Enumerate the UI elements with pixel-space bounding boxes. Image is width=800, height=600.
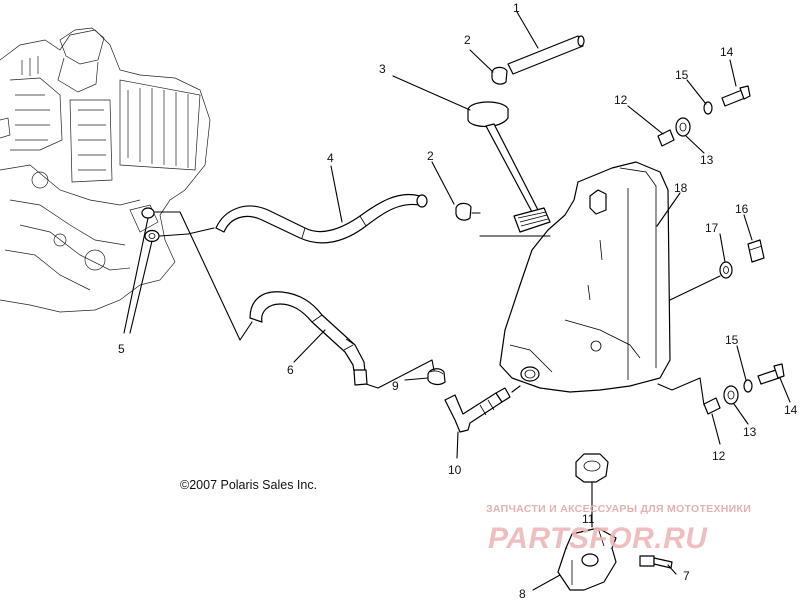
callout-18: 18 [674, 181, 688, 195]
washer-15-lower [743, 379, 753, 393]
callout-16: 16 [735, 202, 749, 216]
dipstick-3 [467, 101, 551, 233]
callout-2-lower: 2 [427, 149, 434, 163]
callout-17: 17 [705, 221, 719, 235]
bolt-14-upper [721, 85, 751, 107]
clamp-9 [427, 368, 446, 386]
oil-tank-18 [499, 161, 671, 393]
callout-4: 4 [327, 151, 334, 165]
callout-12-lower: 12 [712, 449, 726, 463]
bushing-12-lower [703, 397, 721, 415]
watermark-subtitle: ЗАПЧАСТИ И АКСЕССУАРЫ ДЛЯ МОТОТЕХНИКИ [486, 503, 751, 515]
bolt-16 [747, 239, 765, 263]
callout-13-lower: 13 [743, 425, 757, 439]
watermark: ЗАПЧАСТИ И АКСЕССУАРЫ ДЛЯ МОТОТЕХНИКИ PA… [486, 503, 751, 555]
callout-11: 11 [582, 512, 595, 526]
clamp-2-lower [455, 202, 472, 221]
callout-1: 1 [513, 1, 520, 15]
callout-9: 9 [392, 379, 399, 393]
washer-17 [719, 261, 733, 279]
grommet-11 [575, 453, 609, 483]
callout-7: 7 [683, 569, 690, 583]
clamp-5-pair [141, 207, 160, 243]
grommet-13-upper [675, 117, 691, 137]
callout-2-upper: 2 [464, 33, 471, 47]
leader-lines [123, 11, 791, 591]
bushing-12-upper [657, 129, 675, 147]
copyright-text: ©2007 Polaris Sales Inc. [180, 478, 317, 492]
elbow-fitting-10 [444, 387, 511, 433]
bolt-14-lower [757, 363, 785, 385]
callout-14-lower: 14 [784, 403, 798, 417]
tube-1 [507, 35, 585, 75]
bracket-8 [557, 527, 617, 591]
callout-13-upper: 13 [700, 153, 714, 167]
bolt-7 [639, 555, 673, 569]
vent-hose-4 [215, 194, 428, 244]
callout-3: 3 [379, 62, 386, 76]
callout-10: 10 [448, 463, 462, 477]
washer-15-upper [703, 101, 713, 115]
callout-14-upper: 14 [720, 45, 734, 59]
callout-15-upper: 15 [675, 68, 689, 82]
watermark-brand: PARTSFOR.RU [488, 522, 708, 555]
callout-labels: 1 2 2 3 4 5 6 7 8 9 10 11 12 12 13 13 14… [118, 1, 798, 600]
callout-15-lower: 15 [725, 333, 739, 347]
grommet-13-lower [723, 385, 739, 405]
callout-6: 6 [287, 363, 294, 377]
vent-hose-6 [249, 291, 368, 386]
callout-5: 5 [118, 342, 125, 356]
clamp-2-upper [491, 66, 508, 85]
callout-8: 8 [519, 587, 526, 600]
engine-assembly [0, 27, 211, 313]
callout-12-upper: 12 [614, 93, 628, 107]
